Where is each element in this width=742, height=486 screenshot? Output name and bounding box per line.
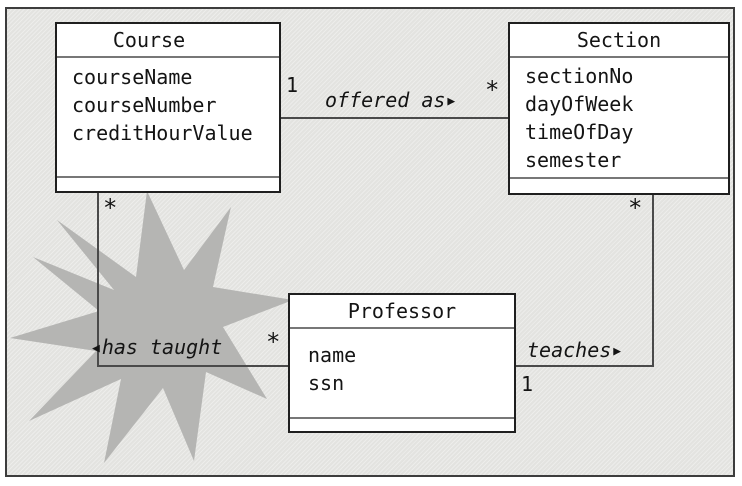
association-line-has-taught-horizontal — [97, 365, 290, 367]
multiplicity-has-taught-course: * — [103, 194, 118, 222]
class-attribute: semester — [525, 148, 622, 172]
class-title-course: Course — [57, 24, 279, 58]
association-line-teaches-vertical — [652, 195, 654, 367]
class-operations-professor-empty — [290, 419, 514, 431]
association-label-text: offered as — [325, 88, 446, 112]
class-attribute: dayOfWeek — [525, 92, 634, 116]
class-operations-section-empty — [510, 179, 728, 193]
association-label-text: has taught — [101, 335, 223, 359]
class-box-course: Course courseName courseNumber creditHou… — [55, 22, 281, 193]
arrow-right-icon: ▶ — [447, 94, 456, 109]
class-box-professor: Professor name ssn — [288, 293, 516, 433]
class-attribute: name — [308, 343, 357, 367]
association-label-teaches: teaches▶ — [527, 338, 623, 366]
class-attribute: creditHourValue — [72, 121, 253, 145]
class-attribute: sectionNo — [525, 64, 634, 88]
multiplicity-has-taught-professor: * — [266, 328, 281, 356]
multiplicity-offered-as-section: * — [485, 76, 500, 104]
class-attribute: ssn — [308, 371, 345, 395]
association-line-teaches-horizontal — [514, 365, 654, 367]
association-label-offered-as: offered as▶ — [325, 88, 457, 116]
class-operations-course-empty — [57, 178, 279, 191]
association-line-offered-as — [281, 117, 509, 119]
class-box-section: Section sectionNo dayOfWeek timeOfDay se… — [508, 22, 730, 195]
multiplicity-teaches-professor: 1 — [521, 372, 534, 396]
arrow-left-icon: ◀ — [92, 341, 100, 356]
association-label-text: teaches — [527, 338, 612, 362]
class-attribute: courseNumber — [72, 93, 217, 117]
class-title-professor: Professor — [290, 295, 514, 329]
multiplicity-offered-as-course: 1 — [286, 73, 299, 97]
class-attributes-professor: name ssn — [290, 329, 514, 419]
class-attributes-section: sectionNo dayOfWeek timeOfDay semester — [510, 58, 728, 179]
arrow-right-icon: ▶ — [613, 344, 622, 359]
class-attributes-course: courseName courseNumber creditHourValue — [57, 58, 279, 178]
class-attribute: timeOfDay — [525, 120, 634, 144]
multiplicity-teaches-section: * — [628, 194, 643, 222]
association-label-has-taught: ◀has taught — [90, 335, 222, 363]
class-title-section: Section — [510, 24, 728, 58]
class-attribute: courseName — [72, 65, 193, 89]
